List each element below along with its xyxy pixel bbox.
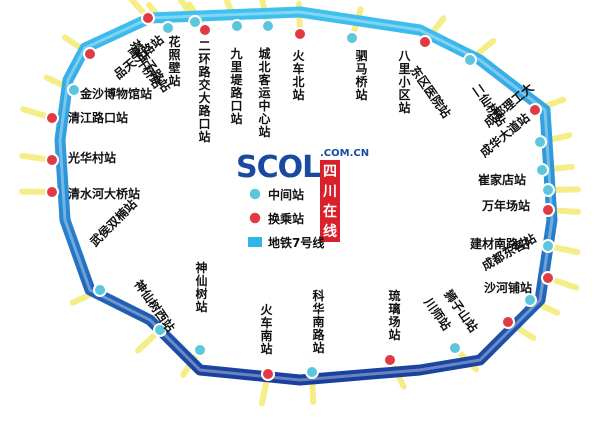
middle-station-dot[interactable]: [67, 83, 81, 97]
middle-station-dot[interactable]: [261, 19, 275, 33]
transfer-station-dot[interactable]: [141, 11, 155, 25]
middle-station-dot[interactable]: [345, 31, 359, 45]
station-ray: [258, 378, 270, 407]
station-dots: [45, 11, 555, 381]
middle-station-dot[interactable]: [463, 53, 477, 67]
station-ray: [135, 332, 158, 354]
transfer-station-dot[interactable]: [541, 271, 555, 285]
middle-station-dot[interactable]: [533, 135, 547, 149]
middle-station-dot[interactable]: [523, 293, 537, 307]
station-label[interactable]: 火车南站: [260, 303, 273, 356]
transfer-station-dot[interactable]: [45, 185, 59, 199]
station-label[interactable]: 金沙博物馆站: [80, 87, 153, 101]
middle-station-dot[interactable]: [153, 323, 167, 337]
station-label[interactable]: 清江路口站: [68, 111, 129, 125]
station-label[interactable]: 崔家店站: [478, 173, 527, 187]
transfer-station-dot[interactable]: [45, 153, 59, 167]
station-ray: [552, 207, 581, 215]
transfer-station-dot[interactable]: [198, 23, 212, 37]
station-label[interactable]: 火车北站: [292, 49, 305, 102]
station-ray: [20, 106, 48, 119]
legend-line-label: 地铁7号线: [268, 236, 325, 250]
station-ray: [552, 244, 581, 256]
logo-domain: .COM.CN: [320, 148, 370, 159]
transfer-station-dot[interactable]: [418, 35, 432, 49]
station-label[interactable]: 九里堤路口站: [230, 47, 243, 126]
middle-station-dot[interactable]: [541, 239, 555, 253]
metro-line-7-loop: [54, 6, 558, 386]
station-ray: [128, 0, 146, 16]
middle-station-dot[interactable]: [305, 365, 319, 379]
station-ray: [19, 152, 48, 162]
legend-transfer-label: 换乘站: [268, 212, 305, 226]
station-label[interactable]: 神仙树站: [195, 261, 208, 314]
station-label[interactable]: 科华南路站: [312, 289, 325, 355]
station-label[interactable]: 清水河大桥站: [68, 187, 141, 201]
middle-station-dot[interactable]: [193, 343, 207, 357]
station-label[interactable]: 城北客运中心站: [258, 47, 271, 139]
station-label[interactable]: 光华村站: [68, 151, 117, 165]
scol-logo: SCOL .COM.CN 四川在线: [236, 148, 369, 242]
middle-station-dot[interactable]: [535, 163, 549, 177]
middle-station-dot[interactable]: [188, 15, 202, 29]
transfer-station-dot[interactable]: [293, 27, 307, 41]
station-label[interactable]: 二环路交大路口站: [198, 39, 211, 144]
logo-chinese: 四川在线: [320, 160, 340, 242]
middle-station-dot[interactable]: [230, 19, 244, 33]
transfer-station-dot[interactable]: [45, 111, 59, 125]
middle-station-dot[interactable]: [448, 341, 462, 355]
station-label[interactable]: 琉璃场站: [388, 289, 401, 342]
station-label[interactable]: 驷马桥站: [355, 49, 368, 102]
middle-station-dot[interactable]: [541, 183, 555, 197]
transfer-station-dot[interactable]: [261, 367, 275, 381]
legend-middle-label: 中间站: [268, 188, 305, 202]
middle-station-dot[interactable]: [93, 283, 107, 297]
station-ray: [552, 277, 580, 291]
transfer-station-dot[interactable]: [528, 103, 542, 117]
station-label[interactable]: 建材南路站: [470, 237, 531, 251]
station-ray: [473, 38, 497, 58]
transfer-station-dot[interactable]: [541, 203, 555, 217]
station-label[interactable]: 沙河铺站: [484, 281, 533, 295]
transfer-station-dot[interactable]: [383, 353, 397, 367]
middle-station-dot[interactable]: [161, 21, 175, 35]
station-label[interactable]: 花照壁站: [168, 35, 181, 88]
transfer-station-dot[interactable]: [83, 47, 97, 61]
station-label[interactable]: 八里小区站: [398, 49, 411, 115]
logo-brand: SCOL: [236, 150, 321, 185]
station-label[interactable]: 万年场站: [482, 199, 531, 213]
transfer-station-dot[interactable]: [501, 315, 515, 329]
